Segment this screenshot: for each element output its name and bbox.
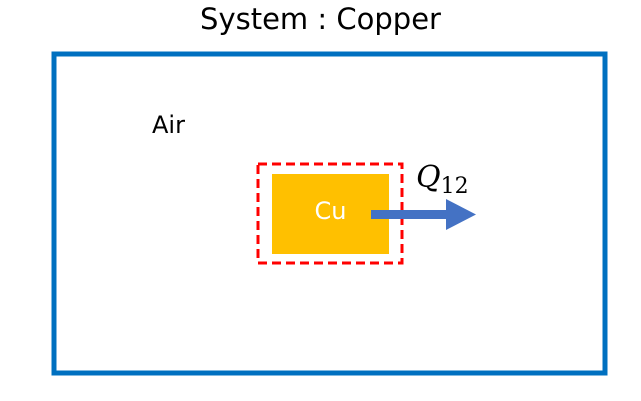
- surroundings-boundary: [51, 51, 608, 376]
- copper-block: [272, 174, 389, 254]
- diagram-title: System : Copper: [200, 2, 441, 36]
- heat-transfer-label: Q12: [416, 160, 469, 199]
- heat-symbol: Q: [416, 160, 441, 195]
- heat-flow-arrow-icon: [371, 199, 476, 230]
- heat-subscript: 12: [440, 174, 469, 199]
- surroundings-label: Air: [152, 111, 185, 139]
- system-boundary: [256, 162, 404, 265]
- system-label: Cu: [314, 197, 347, 225]
